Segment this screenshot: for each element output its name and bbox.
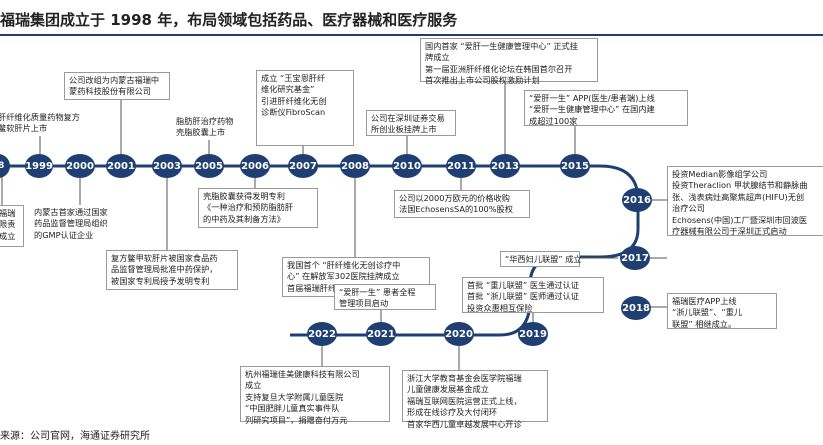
connectors — [1, 82, 667, 370]
event-2006: 壳脂胶囊获得发明专利《一种治疗和预防脂肪肝的中药及其制备方法》 — [198, 188, 318, 228]
event-1998: 福瑞限责成立 — [0, 205, 24, 247]
event-2005: 脂肪肝治疗药物壳脂胶囊上市 — [172, 114, 248, 140]
event-2001: 公司改组为内蒙古福瑞中蒙药科技股份有限公司 — [64, 72, 170, 100]
node-2007: 2007 — [288, 154, 318, 178]
node-2006: 2006 — [240, 154, 270, 178]
event-2003: 复方鳖甲软肝片被国家食品药品监督管理局批准中药保护，被国家专利局授予发明专利 — [106, 250, 238, 290]
node-2000: 2000 — [65, 154, 95, 178]
source-note: 来源：公司官网，海通证券研究所 — [0, 431, 150, 442]
page-title: 福瑞集团成立于 1998 年，布局领域包括药品、医疗器械和医疗服务 — [0, 11, 458, 29]
node-2016: 2016 — [622, 188, 652, 212]
event-2018: 福瑞医疗APP上线“浙儿联盟”、“重儿联盟” 相继成立。 — [667, 293, 777, 329]
node-2013: 2013 — [490, 154, 520, 178]
node-2005: 2005 — [194, 154, 224, 178]
node-1999: 1999 — [25, 154, 53, 178]
node-2020: 2020 — [444, 322, 474, 346]
node-2017: 2017 — [620, 246, 650, 270]
timeline-path — [0, 164, 640, 337]
node-2001: 2001 — [106, 154, 136, 178]
node-2021: 2021 — [366, 322, 396, 346]
event-2020: 浙江大学教育基金会医学院福瑞儿童健康发展基金成立福瑞互联网医院运营正式上线，形成… — [402, 370, 548, 429]
event-2015: “爱肝一生” APP(医生/患者端)上线“爱肝一生健康管理中心” 在国内建成超过… — [524, 90, 688, 126]
event-2013: 国内首家 “爱肝一生健康管理中心” 正式挂牌成立第一届亚洲肝纤维化论坛在韩国首尔… — [420, 38, 598, 85]
event-2019: 首批 “重儿联盟” 医生通过认证首批 “浙儿联盟” 医师通过认证投资众惠相互保险 — [462, 277, 604, 313]
node-2011: 2011 — [446, 154, 476, 178]
node-2008: 2008 — [340, 154, 370, 178]
event-2017: “华西妇儿联盟” 成立 — [500, 251, 582, 267]
node-2015: 2015 — [560, 154, 590, 178]
title-underline — [0, 34, 823, 36]
node-2003: 2003 — [152, 154, 182, 178]
event-2010: 公司在深圳证券交易所创业板挂牌上市 — [366, 110, 456, 136]
event-2016: 投资Median影像组学公司投资Theraclion 甲状腺结节和静脉曲张、浅表… — [667, 166, 823, 236]
node-2019: 2019 — [518, 322, 548, 346]
event-2007: 成立 “王宝恩肝纤维化研究基金”引进肝纤维化无创诊断仪FibroScan — [256, 70, 354, 146]
event-2022: 杭州福瑞佳美健康科技有限公司成立支持复旦大学附属儿童医院“中国肥胖儿童真实事件队… — [240, 366, 390, 425]
node-2018: 2018 — [621, 296, 651, 320]
event-2011: 公司以2000万欧元的价格收购法国EchosensSA的100%股权 — [394, 190, 530, 218]
node-1998: 98 — [0, 154, 10, 178]
node-2010: 2010 — [392, 154, 422, 178]
node-2022: 2022 — [307, 322, 337, 346]
event-2000: 内蒙古首家通过国家药品监督管理局组织的GMP认证企业 — [30, 205, 128, 243]
event-1999: 肝纤维化质量药物复方鳖软肝片上市 — [0, 110, 94, 136]
event-2021: “爱肝一生” 患者全程管理项目启动 — [334, 284, 436, 310]
